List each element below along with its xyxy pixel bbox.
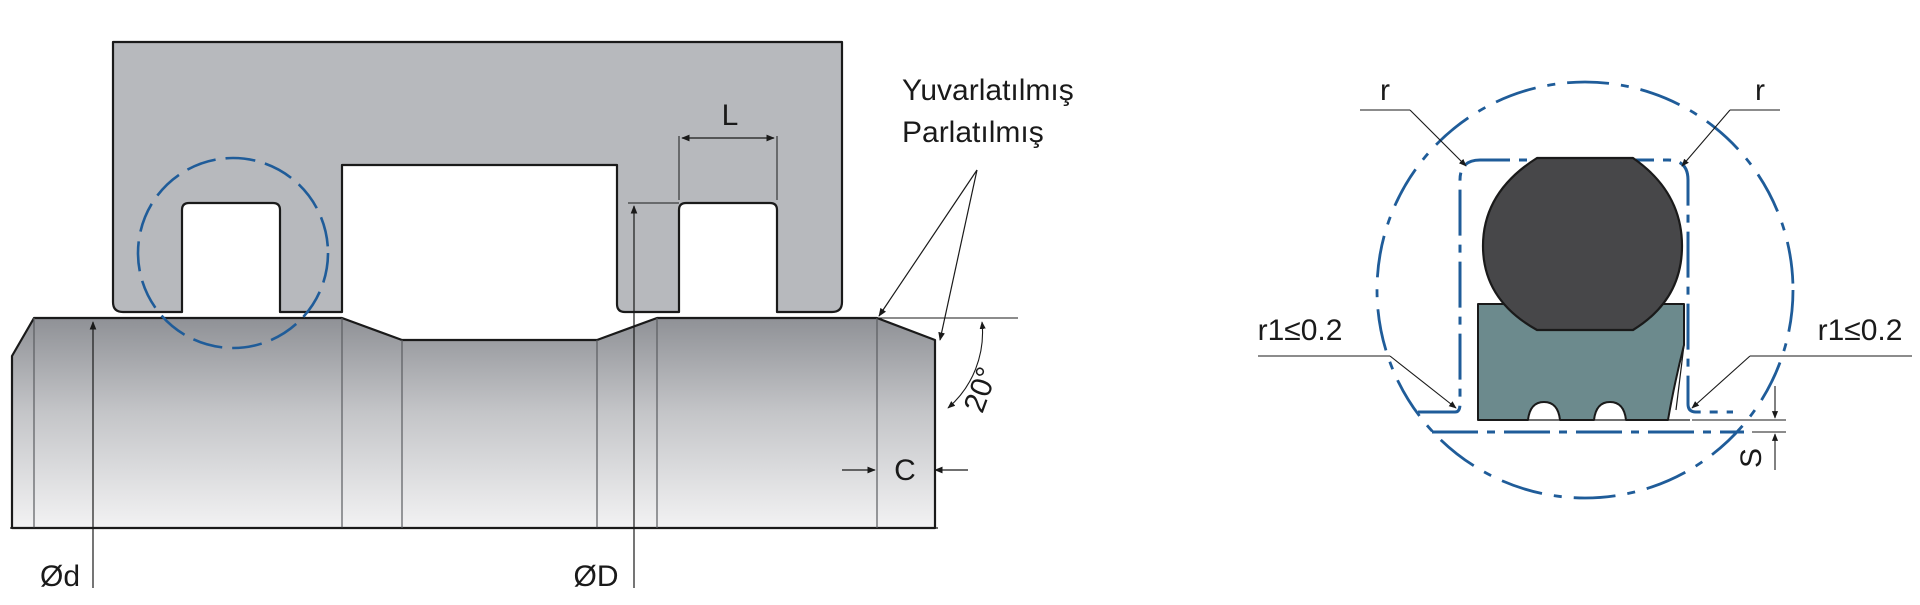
- label-d: Ød: [40, 560, 80, 593]
- detail-circle-left: [136, 156, 330, 350]
- finish-leader-lines: [878, 169, 978, 341]
- leader-r1-left: [1258, 355, 1457, 409]
- rod: [10, 316, 937, 530]
- label-finish-line1: Yuvarlatılmış: [902, 74, 1074, 107]
- angle-dimension: [877, 317, 1018, 409]
- label-S: S: [1735, 448, 1768, 468]
- label-finish-line2: Parlatılmış: [902, 116, 1044, 149]
- leader-r-left: [1360, 109, 1467, 167]
- left-section-view: L Yuvarlatılmış Parlatılmış 20° C Ød ØD: [10, 40, 1074, 593]
- rod-edge-lines: [33, 318, 878, 528]
- dimension-S: [1692, 386, 1786, 470]
- housing: [111, 40, 844, 314]
- right-detail-view: r r r1≤0.2 r1≤0.2 S: [1258, 74, 1912, 500]
- dimension-L: [678, 134, 778, 200]
- leader-r-right: [1681, 109, 1780, 167]
- label-r1-left: r1≤0.2: [1258, 314, 1343, 347]
- leader-r1-right: [1691, 355, 1912, 409]
- label-r1-right: r1≤0.2: [1818, 314, 1903, 347]
- backup-ring-skive: [1675, 344, 1685, 411]
- label-r-left: r: [1380, 74, 1390, 107]
- label-C: C: [894, 454, 916, 487]
- label-r-right: r: [1755, 74, 1765, 107]
- o-ring: [1481, 156, 1684, 332]
- detail-circle-right: [1375, 80, 1795, 500]
- label-L: L: [722, 99, 739, 132]
- label-D: ØD: [574, 560, 619, 593]
- label-angle: 20°: [958, 363, 1005, 417]
